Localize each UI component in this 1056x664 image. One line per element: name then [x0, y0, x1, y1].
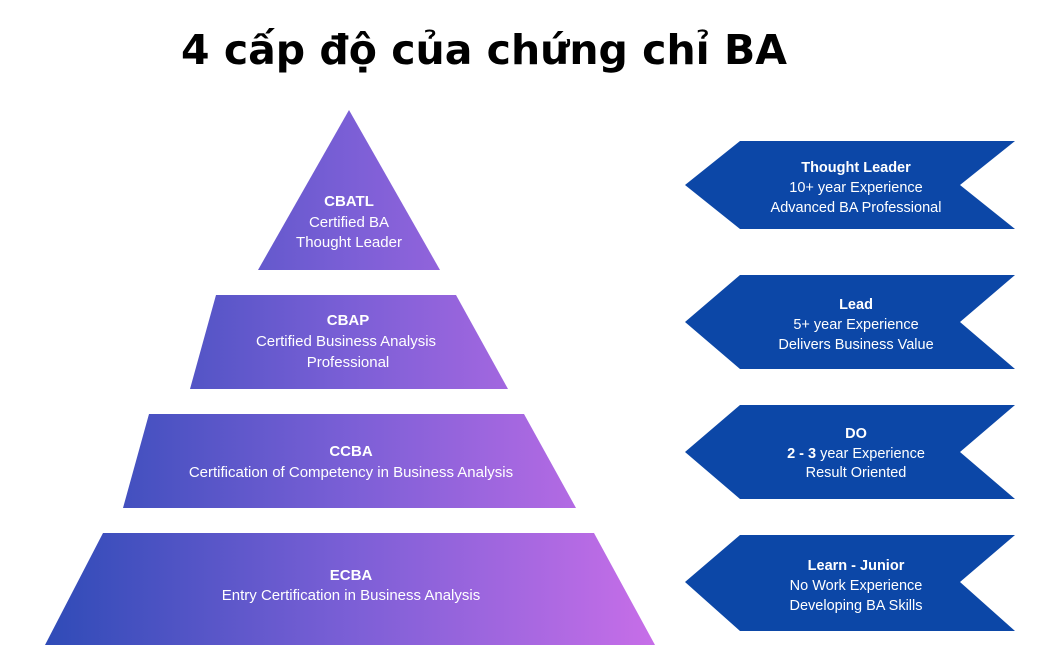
- role-detail-thought-leader: Advanced BA Professional: [771, 200, 942, 216]
- pyramid-code-ccba: CCBA: [329, 443, 372, 460]
- role-name-do: DO: [845, 426, 867, 442]
- certification-pyramid: CBATL Certified BA Thought Leader CBAP C…: [45, 110, 655, 645]
- pyramid-line-ecba-1: Entry Certification in Business Analysis: [222, 587, 480, 604]
- arrow-shape-learn-junior: [685, 535, 1015, 631]
- role-detail-lead: Delivers Business Value: [778, 337, 933, 353]
- role-experience-learn-junior: No Work Experience: [790, 578, 923, 594]
- pyramid-level-cbatl: CBATL Certified BA Thought Leader: [258, 110, 440, 270]
- pyramid-line-cbap-1: Certified Business Analysis: [256, 333, 436, 350]
- role-arrow-lead: Lead 5+ year Experience Delivers Busines…: [685, 275, 1015, 369]
- role-arrow-do: DO 2 - 3 year Experience Result Oriented: [685, 405, 1015, 499]
- arrow-shape-lead: [685, 275, 1015, 369]
- role-name-lead: Lead: [839, 297, 873, 313]
- arrow-shape-do: [685, 405, 1015, 499]
- role-arrow-learn-junior: Learn - Junior No Work Experience Develo…: [685, 535, 1015, 631]
- pyramid-code-cbatl: CBATL: [324, 193, 374, 210]
- pyramid-code-ecba: ECBA: [330, 567, 373, 584]
- arrow-shape-thought-leader: [685, 141, 1015, 229]
- pyramid-line-cbatl-1: Certified BA: [309, 214, 389, 231]
- role-name-learn-junior: Learn - Junior: [808, 558, 905, 574]
- pyramid-level-ccba: CCBA Certification of Competency in Busi…: [123, 414, 576, 508]
- pyramid-shape-cbatl: [258, 110, 440, 270]
- pyramid-shape-ecba: [45, 533, 655, 645]
- role-detail-learn-junior: Developing BA Skills: [790, 598, 923, 614]
- pyramid-code-cbap: CBAP: [327, 312, 370, 329]
- role-experience-thought-leader: 10+ year Experience: [789, 180, 922, 196]
- role-experience-do-rest: year Experience: [816, 446, 925, 462]
- pyramid-line-cbatl-2: Thought Leader: [296, 234, 402, 251]
- pyramid-line-cbap-2: Professional: [307, 354, 390, 371]
- role-experience-lead: 5+ year Experience: [793, 317, 918, 333]
- pyramid-shape-cbap: [190, 295, 508, 389]
- page-title: 4 cấp độ của chứng chỉ BA: [181, 26, 787, 74]
- pyramid-level-ecba: ECBA Entry Certification in Business Ana…: [45, 533, 655, 645]
- role-experience-do-years: 2 - 3: [787, 446, 816, 462]
- pyramid-line-ccba-1: Certification of Competency in Business …: [189, 464, 513, 481]
- pyramid-shape-ccba: [123, 414, 576, 508]
- role-arrow-thought-leader: Thought Leader 10+ year Experience Advan…: [685, 141, 1015, 229]
- pyramid-level-cbap: CBAP Certified Business Analysis Profess…: [190, 295, 508, 389]
- role-arrows: Thought Leader 10+ year Experience Advan…: [685, 141, 1015, 631]
- role-name-thought-leader: Thought Leader: [801, 160, 911, 176]
- role-experience-do: 2 - 3 year Experience: [787, 446, 925, 462]
- role-detail-do: Result Oriented: [806, 465, 907, 481]
